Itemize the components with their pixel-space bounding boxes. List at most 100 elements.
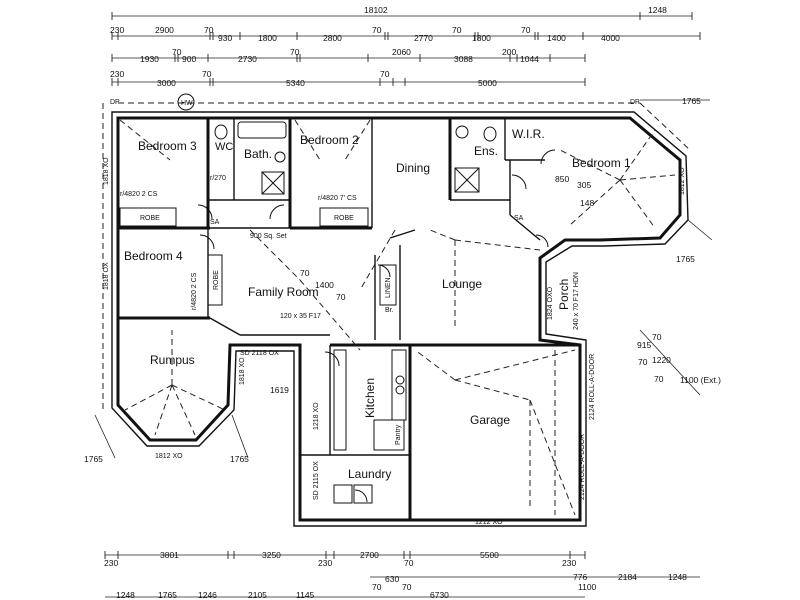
dim-top-1-10: 70 (521, 25, 531, 35)
note-1619: 1619 (270, 385, 289, 395)
label-pantry: Pantry (395, 424, 402, 445)
internal-walls (118, 118, 580, 520)
dim-top-right: 1248 (648, 5, 667, 15)
note-70-b: 70 (336, 292, 346, 302)
note-robe-r4: r/4820 2 CS (191, 272, 198, 310)
dim-bottom-2-5: 1100 (578, 582, 597, 592)
dim-1765-top-right: 1765 (682, 96, 701, 106)
note-porch-beam: 240 x 70 F17 HDN (573, 272, 580, 330)
dim-top-2-4: 70 (290, 47, 300, 57)
dim-top-1-5: 2800 (323, 33, 342, 43)
dim-top-1-11: 1400 (547, 33, 566, 43)
top-dimensions: 18102 1248 230 2900 70 930 1800 2800 70 … (110, 5, 701, 88)
label-robe-b4: ROBE (213, 270, 220, 290)
dim-bottom-2-6: 1248 (668, 572, 687, 582)
note-roll-door: 2124 ROLL-A-DOOR (579, 434, 586, 500)
label-robe-b3: ROBE (140, 215, 160, 222)
label-lounge: Lounge (442, 277, 482, 291)
dim-1765-right: 1765 (676, 254, 695, 264)
label-rumpus: Rumpus (150, 353, 195, 367)
dim-bottom-1-2: 3250 (262, 550, 281, 560)
label-bedroom-2: Bedroom 2 (300, 133, 359, 147)
dim-70-c: 70 (654, 374, 664, 384)
dim-70-b: 70 (652, 332, 662, 342)
note-305: 305 (577, 180, 591, 190)
note-850: 850 (555, 174, 569, 184)
note-square-set: 900 Sq. Set (250, 233, 287, 240)
note-70-a: 70 (300, 268, 310, 278)
dim-915: 915 (637, 340, 651, 350)
dim-bottom-2-4: 2184 (618, 572, 637, 582)
label-downpipe-left: DP (110, 99, 120, 106)
note-sd-2115: SD 2115 OX (313, 461, 320, 500)
dim-bottom-1-0: 230 (104, 558, 118, 568)
dim-bottom-3-1: 1765 (158, 590, 177, 600)
dim-total: 18102 (364, 5, 388, 15)
note-window-porch: 1824 OXO (547, 286, 554, 320)
dim-bottom-1-3: 230 (318, 558, 332, 568)
note-sd-2118: SD 2118 OX (240, 350, 279, 357)
note-window-bed4: 1818 OX (103, 262, 110, 290)
label-smoke-alarm-right: SA (514, 215, 524, 222)
note-1400: 1400 (315, 280, 334, 290)
dim-top-1-9: 1800 (472, 33, 491, 43)
dim-top-3-1: 3000 (157, 78, 176, 88)
dim-bottom-3-0: 1248 (116, 590, 135, 600)
dim-top-2-6: 3088 (454, 54, 473, 64)
dim-top-1-6: 70 (372, 25, 382, 35)
note-robe-r2: r/4820 7' CS (318, 195, 357, 202)
label-bedroom-4: Bedroom 4 (124, 249, 183, 263)
dim-bottom-1-5: 70 (404, 558, 414, 568)
dim-top-3-5: 5000 (478, 78, 497, 88)
dim-bottom-2-2: 70 (402, 582, 412, 592)
dim-bottom-3-2: 1246 (198, 590, 217, 600)
dim-bottom-2-0: 630 (385, 574, 399, 584)
ceiling-lines (102, 102, 691, 516)
dim-top-1-4: 1800 (258, 33, 277, 43)
note-robe-r3: r/270 (210, 175, 226, 182)
annotations: 900 Sq. Set 120 x 35 F17 SD 2118 OX SD 2… (103, 157, 686, 526)
label-smoke-alarm-left: SA (210, 219, 220, 226)
dim-bottom-1-6: 5500 (480, 550, 499, 560)
dim-bottom-3-5: 6730 (430, 590, 449, 600)
label-robe-b2: ROBE (334, 215, 354, 222)
note-roll-door-b: 2124 ROLL-A-DOOR (589, 354, 596, 420)
dim-1220: 1220 (652, 355, 671, 365)
room-labels: Bedroom 3 WC Bath. Bedroom 2 Dining Ens.… (110, 99, 640, 481)
dim-bottom-3-3: 2105 (248, 590, 267, 600)
dim-top-1-8: 70 (452, 25, 462, 35)
dim-top-1-0: 230 (110, 25, 124, 35)
dim-top-2-2: 900 (182, 54, 196, 64)
dim-bottom-2-3: 776 (573, 572, 587, 582)
dim-bottom-3-4: 1145 (296, 590, 315, 600)
dim-top-2-1: 70 (172, 47, 182, 57)
label-ensuite: Ens. (474, 144, 498, 158)
label-kitchen: Kitchen (363, 378, 377, 418)
label-bedroom-3: Bedroom 3 (138, 139, 197, 153)
note-window-rumpus-bottom: 1812 XO (155, 453, 183, 460)
label-hot-water: HW (181, 100, 193, 107)
dim-top-3-4: 70 (380, 69, 390, 79)
dim-top-1-3: 930 (218, 33, 232, 43)
fixtures (119, 93, 497, 504)
label-porch: Porch (557, 279, 571, 310)
dim-70-a: 70 (638, 357, 648, 367)
note-beam: 120 x 35 F17 (280, 313, 321, 320)
note-robe-r1: r/4820 2 CS (120, 191, 158, 198)
dim-top-2-5: 2060 (392, 47, 411, 57)
bottom-dimensions: 230 3801 3250 230 2700 70 5500 230 630 7… (104, 550, 700, 600)
note-window-bed3: 1818 XO (103, 157, 110, 185)
label-walk-in-robe: W.I.R. (512, 127, 545, 141)
dim-top-2-0: 1930 (140, 54, 159, 64)
label-wc: WC (215, 141, 233, 153)
dim-top-1-2: 70 (204, 25, 214, 35)
dim-1765-bottom-left: 1765 (84, 454, 103, 464)
door-swings (197, 149, 556, 503)
dim-top-1-7: 2770 (414, 33, 433, 43)
dim-top-2-7: 200 (502, 47, 516, 57)
dim-top-1-1: 2900 (155, 25, 174, 35)
side-dimensions: 1765 1765 1765 1765 915 1220 70 70 70 11… (84, 96, 721, 464)
note-window-kitchen: 1218 XO (313, 402, 320, 430)
label-broom: Br. (385, 307, 394, 314)
